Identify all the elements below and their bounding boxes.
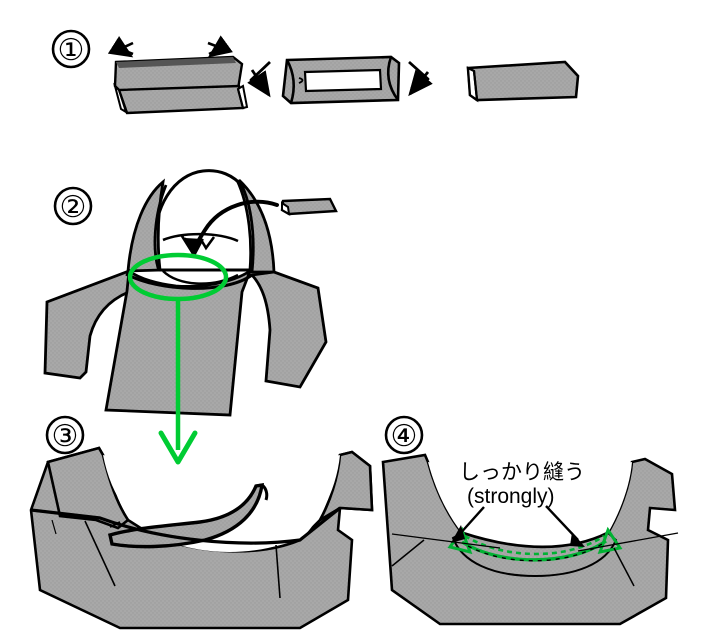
band-piece-end [281, 201, 291, 216]
step3-band-end [255, 483, 269, 501]
sew-firmly-en-label: (strongly) [467, 485, 555, 508]
neckline-seam [125, 272, 253, 290]
torso-right-placket [229, 291, 243, 416]
open-arrow-left-icon [247, 60, 271, 98]
step-4-number-label: ④ [391, 419, 418, 454]
step4-neck-opening [428, 462, 632, 548]
sew-firmly-jp-label: しっかり縫う [459, 460, 585, 484]
strip-finished-body [466, 60, 580, 102]
step3-right-shoulder-panel [316, 450, 374, 524]
sew-firmly-arrow-left-icon [451, 506, 485, 543]
torso-left-placket [105, 290, 128, 411]
sew-firmly-annotation: しっかり縫う (strongly) [451, 460, 585, 547]
step-2-number-badge: ② [53, 186, 93, 226]
hood-right-panel [237, 178, 276, 274]
sew-firmly-arrow-right-head [570, 532, 585, 547]
step-4-number-badge: ④ [384, 415, 424, 455]
green-arrow-head [158, 430, 198, 465]
step3-left-crease-mark [51, 519, 57, 535]
step3-right-dart [275, 544, 281, 599]
folded-strip-ends-tucked [281, 55, 401, 105]
step-2-group: ② [43, 169, 338, 465]
strip-open-top-edge-shadow [116, 57, 236, 68]
fold-arrow-right-icon [207, 35, 233, 58]
strip-open-right-crease [236, 88, 245, 109]
step-3-group: ③ [29, 415, 374, 630]
strip-tucked-inner-opening [303, 68, 383, 93]
neckline-detail-sewn [381, 453, 679, 626]
step-1-number-badge: ① [51, 29, 91, 69]
step-2-number-label: ② [60, 190, 87, 225]
sew-firmly-arrow-left-head [451, 525, 465, 543]
band-piece-body [280, 197, 338, 216]
step4-right-dart [613, 547, 635, 587]
step4-stitch-tack-right [597, 526, 623, 554]
step3-neckline-seam [30, 506, 341, 545]
open-arrow-right-icon [408, 60, 433, 97]
strip-finished-left-crease [472, 70, 479, 101]
step-4-number-circle [384, 415, 424, 455]
step-3-number-circle [45, 415, 85, 455]
step4-left-dart [391, 539, 425, 567]
green-zoom-arrow [158, 297, 198, 465]
strip-open-left-crease [114, 85, 129, 114]
strip-tucked-right-crease [386, 56, 400, 101]
step3-left-dart [84, 520, 116, 587]
neckline-inner-seam [162, 270, 239, 285]
fold-arrow-left-icon [107, 36, 134, 58]
strip-tucked-left-crease [285, 59, 296, 104]
step4-left-guide [391, 533, 501, 549]
step-1-number-circle [51, 29, 91, 69]
band-piece-small [280, 197, 338, 216]
step-3-number-badge: ③ [45, 415, 85, 455]
right-sleeve [249, 270, 328, 389]
step4-stitch-line-upper-dashed [464, 534, 605, 556]
hoodie-front-view [43, 169, 328, 417]
folded-strip-finished [466, 60, 580, 103]
strip-open-bottom-fold [117, 84, 245, 115]
step-3-number-label: ③ [52, 419, 79, 454]
step-2-number-circle [53, 186, 93, 226]
folded-strip-open [113, 55, 249, 115]
neckline-detail-unsewn [29, 446, 374, 630]
step-4-group: ④ [381, 415, 679, 626]
step3-band-left-corner [109, 521, 121, 528]
step-1-group: ① [51, 29, 580, 115]
sew-firmly-arrow-right-icon [545, 505, 585, 547]
step4-right-guide [577, 532, 679, 552]
strip-tucked-left-notch [298, 77, 304, 84]
hood-opening-left-edge [153, 184, 168, 272]
hood-opening-right-edge [235, 179, 253, 271]
step-1-number-label: ① [58, 33, 85, 68]
